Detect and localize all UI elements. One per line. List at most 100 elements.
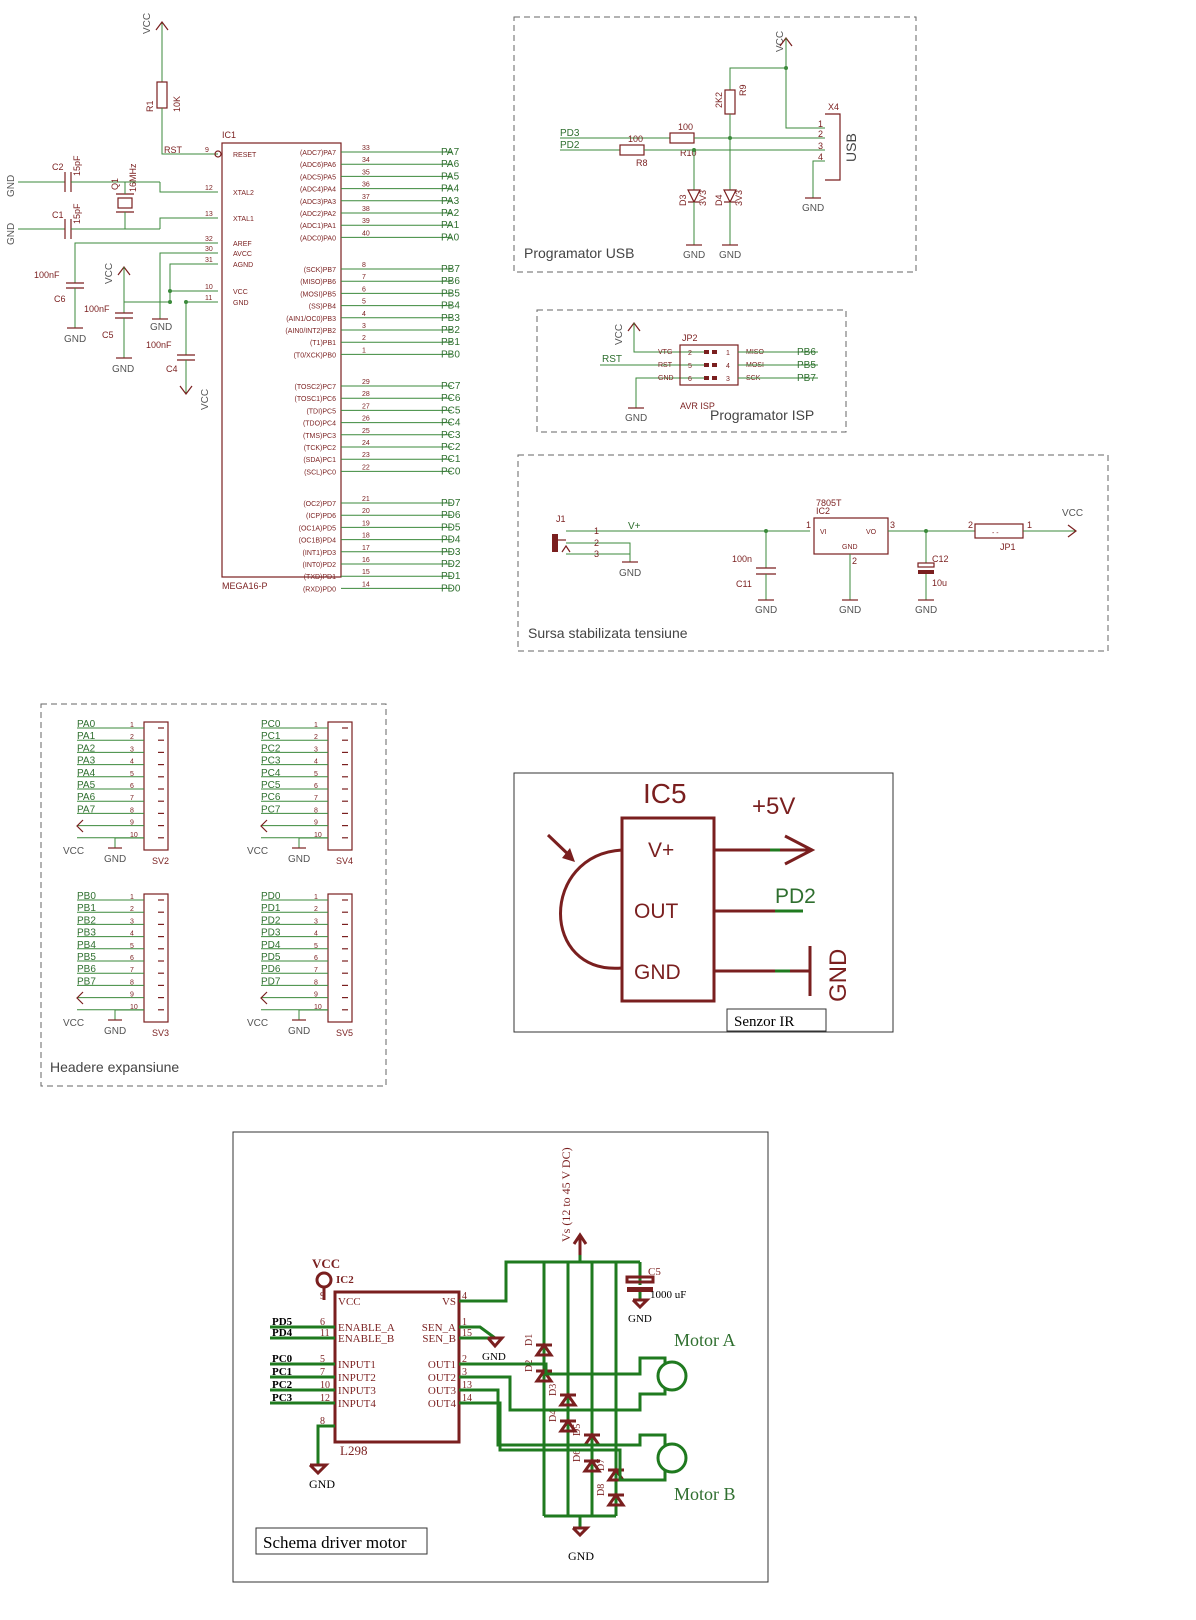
l298-pin-name: INPUT2	[338, 1372, 376, 1384]
ic2-gnd: GND	[839, 605, 861, 616]
header-net-label: PB4	[77, 940, 96, 951]
diode-symbol	[558, 1418, 578, 1433]
mcu-pin-number: 21	[362, 496, 370, 503]
mcu-pin-number: 25	[362, 428, 370, 435]
ir-ref: IC5	[643, 778, 687, 809]
header-vcc-label: VCC	[247, 1018, 268, 1029]
l298-pin-number: 14	[462, 1393, 472, 1404]
mcu-net-label: PD0	[441, 583, 461, 594]
ir-title: Senzor IR	[734, 1014, 794, 1030]
l298-pin-number: 9	[320, 1291, 325, 1302]
header-gnd-label: GND	[288, 1026, 310, 1037]
d3-value: 3V3	[698, 190, 708, 206]
mcu-pin-name: (RXD)PD0	[303, 586, 336, 593]
diode-ref: D2	[524, 1360, 535, 1372]
mcu-pin-name: (OC2)PD7	[303, 501, 336, 508]
header-net-label: PD7	[261, 976, 281, 987]
mcu-pin-number: 27	[362, 403, 370, 410]
mcu-pin-number: 22	[362, 464, 370, 471]
header-gnd-wire	[298, 837, 328, 848]
usb-pin-3: 3	[818, 141, 823, 151]
ir-sensor-section: Senzor IR IC5 V+ OUT GND +5V PD2 GND	[513, 772, 894, 1033]
l298-pin-number: 7	[320, 1367, 325, 1378]
mcu-pin-number: 3	[362, 323, 366, 330]
l298-pin-name: SEN_B	[422, 1333, 456, 1345]
mcu-pin-number: 13	[205, 211, 213, 218]
mcu-pin-name: (TOSC1)PC6	[295, 396, 337, 403]
mcu-pin-name: (ADC7)PA7	[300, 150, 336, 157]
gnd-label-c2: GND	[6, 175, 17, 197]
c11-gnd: GND	[755, 605, 777, 616]
l298-pin-number: 11	[320, 1328, 330, 1339]
q1-crystal	[117, 197, 133, 209]
rst-label: RST	[164, 145, 183, 155]
header-net-label: PD2	[261, 915, 281, 926]
l298-gnd: GND	[309, 1477, 335, 1491]
mcu-pin-number: 35	[362, 169, 370, 176]
mcu-pin-number: 7	[362, 274, 366, 281]
mcu-pin-name: (SCL)PC0	[304, 469, 336, 476]
mcu-left-pins: RESET9XTAL212XTAL113AREF32AVCC30AGND31VC…	[205, 147, 257, 307]
l298-pin-name: SEN_A	[422, 1322, 456, 1334]
header-net-label: PD6	[261, 964, 281, 975]
isp-ref: JP2	[682, 333, 698, 343]
mcu-pin-number: 19	[362, 520, 370, 527]
mcu-pin-number: 14	[362, 581, 370, 588]
motor-a-label: Motor A	[674, 1330, 736, 1350]
header-ref: SV2	[152, 856, 169, 866]
mcu-pin-number: 24	[362, 440, 370, 447]
header-pin-number: 7	[130, 795, 134, 802]
mcu-net-label: PA4	[441, 184, 460, 195]
isp-pad	[712, 350, 717, 354]
usb-pd2: PD2	[560, 140, 580, 151]
header-net-label: PB5	[77, 952, 96, 963]
header-net-label: PB0	[77, 891, 96, 902]
mcu-pin-name: (INT0)PD2	[303, 562, 337, 569]
ir-5v: +5V	[752, 793, 795, 820]
header-gnd-wire	[114, 1009, 144, 1020]
c1-value: 15pF	[72, 203, 82, 224]
usb-pin-1: 1	[818, 119, 823, 129]
mcu-net-label: PB3	[441, 313, 460, 324]
c5-gnd: GND	[112, 364, 134, 375]
mcu-pin-name: (MOSI)PB5	[300, 291, 336, 298]
header-ref: SV3	[152, 1028, 169, 1038]
mcu-pin-number: 9	[205, 147, 209, 154]
vcc-label: VCC	[142, 13, 153, 34]
mcu-pin-number: 17	[362, 545, 370, 552]
header-pin-number: 3	[314, 746, 318, 753]
diode-symbol	[582, 1458, 602, 1473]
ic2-value: 7805T	[816, 498, 842, 508]
mcu-net-label: PC0	[441, 466, 461, 477]
j1-ref: J1	[556, 514, 566, 524]
gnd-label-c1: GND	[6, 223, 17, 245]
mcu-pin-number: 1	[362, 347, 366, 354]
l298-net-label: PD5	[272, 1316, 293, 1328]
c2-ref: C2	[52, 162, 64, 172]
header-net-label: PA1	[77, 731, 96, 742]
header-pin-number: 2	[314, 734, 318, 741]
header-blocks: SV21PA02PA13PA24PA35PA46PA57PA68PA7910VC…	[63, 719, 353, 1038]
l298-pin-name: INPUT3	[338, 1385, 376, 1397]
driver-c5-value: 1000 uF	[650, 1289, 686, 1301]
ic2-vi: VI	[820, 529, 827, 536]
header-pin-number: 10	[130, 832, 138, 839]
diode-ref: D4	[548, 1410, 559, 1422]
psu-vcc: VCC	[1062, 508, 1083, 519]
d4-ref: D4	[714, 194, 724, 206]
isp-left-signal: VTG	[658, 349, 672, 356]
ir-vplus-pin: V+	[648, 839, 674, 862]
d4-value: 3V3	[734, 190, 744, 206]
header-pin-number: 9	[314, 820, 318, 827]
r10-resistor	[669, 132, 695, 144]
mcu-pin-number: 23	[362, 452, 370, 459]
ic2-vo: VO	[866, 529, 877, 536]
mcu-pin-number: 15	[362, 569, 370, 576]
isp-title: Programator ISP	[710, 407, 814, 423]
ir-out-pin: OUT	[634, 900, 679, 923]
header-gnd-wire	[114, 837, 144, 848]
mcu-net-label: PA0	[441, 232, 460, 243]
svg-text:- -: - -	[992, 530, 999, 537]
header-vcc-arrow	[76, 991, 84, 1005]
